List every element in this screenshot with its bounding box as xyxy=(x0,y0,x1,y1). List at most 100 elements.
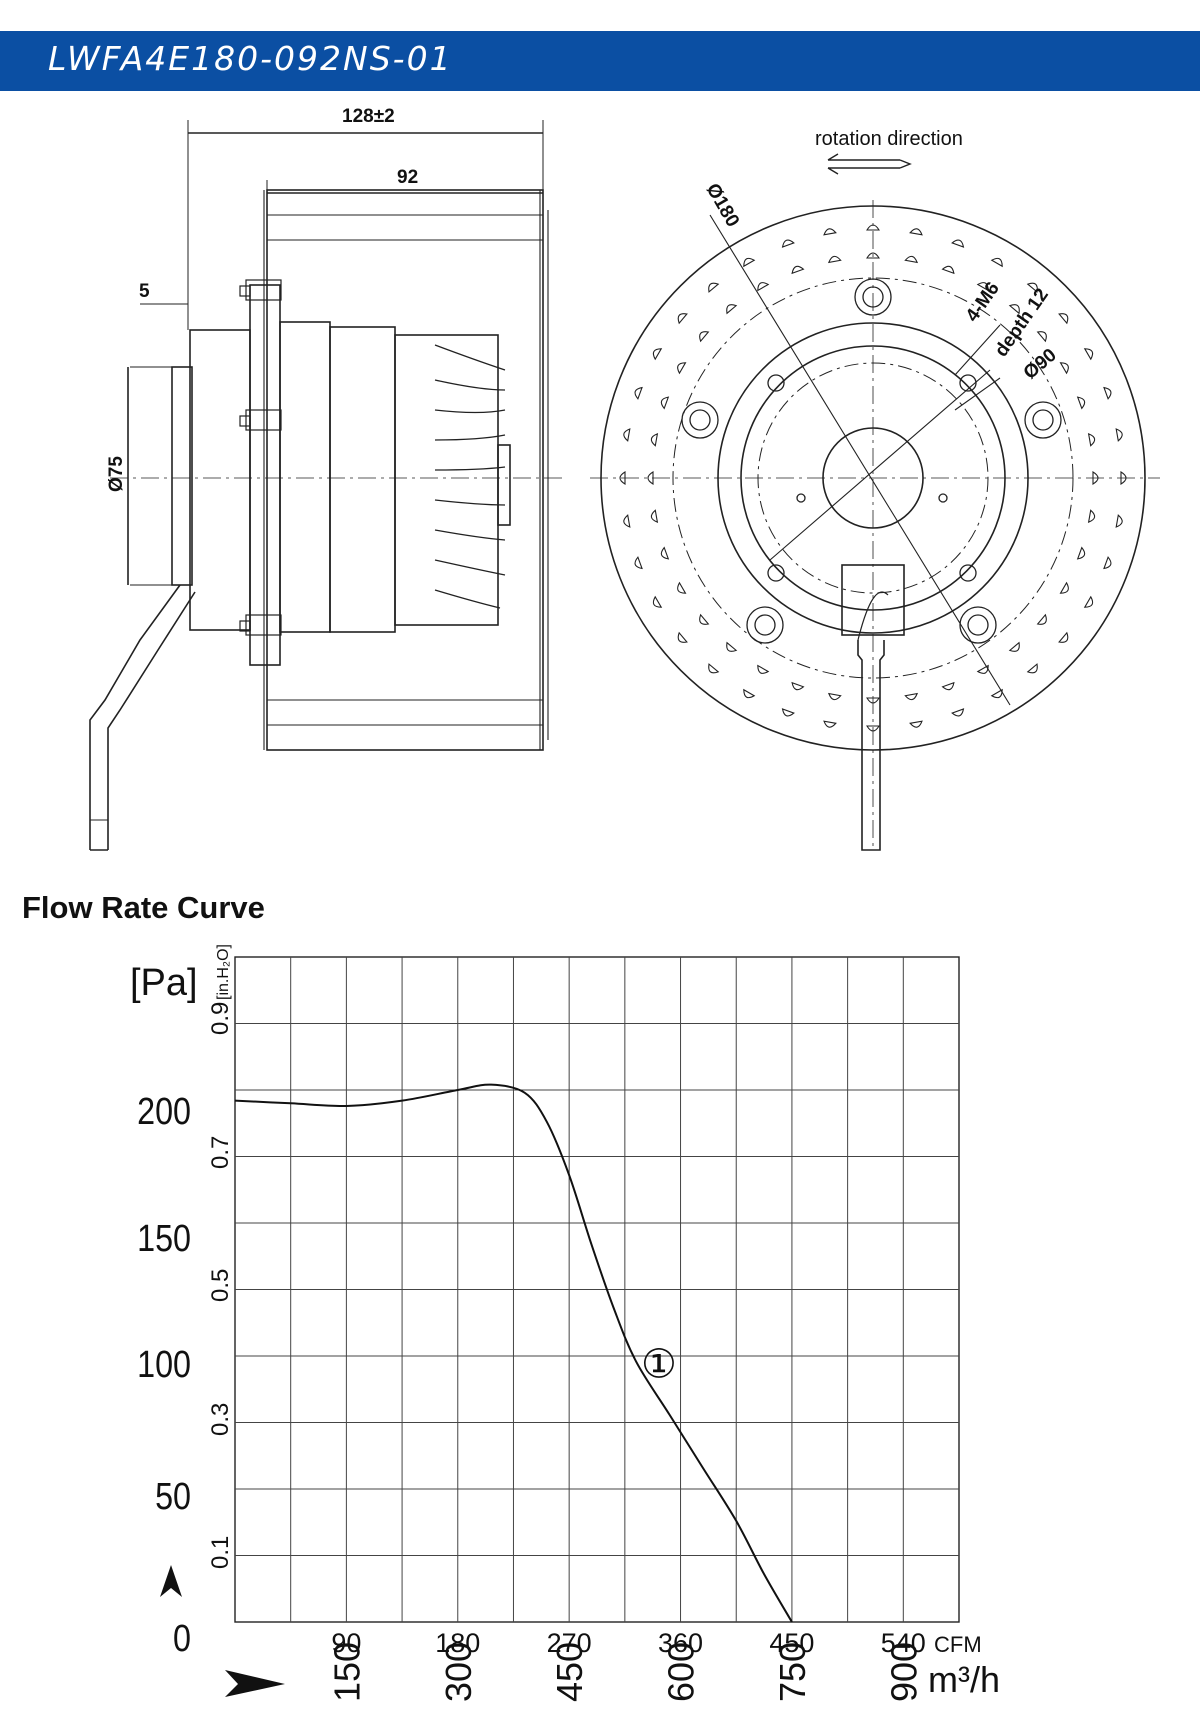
y-tick-label-inh2o: 0.5 xyxy=(207,1269,234,1302)
blade-slot-mark xyxy=(941,681,955,691)
blade-slot-mark xyxy=(866,697,880,704)
blade-slot-mark xyxy=(708,282,720,293)
blade-slot-mark xyxy=(726,641,738,652)
blade-slot-mark xyxy=(823,228,837,236)
curve-marker-label: ① xyxy=(641,1341,677,1387)
blade-slot-mark xyxy=(660,546,670,560)
blade-slot-mark xyxy=(941,265,955,275)
blade-slot-mark xyxy=(1058,313,1069,325)
x-axis-arrow xyxy=(225,1670,285,1697)
blade-slot-mark xyxy=(1103,386,1112,400)
flow-rate-heading: Flow Rate Curve xyxy=(22,890,265,925)
front-view xyxy=(590,153,1160,851)
blade-slot-mark xyxy=(634,386,643,400)
blade-slot-mark xyxy=(743,688,756,699)
blade-slot-mark xyxy=(904,255,918,264)
x-tick-label-m3h: 750 xyxy=(772,1642,813,1702)
blade-slot-mark xyxy=(791,681,805,691)
x-tick-label-m3h: 150 xyxy=(326,1642,367,1702)
blade-slot-mark xyxy=(1115,428,1123,442)
x-tick-label-m3h: 300 xyxy=(438,1642,479,1702)
blade-slot-mark xyxy=(1083,348,1094,361)
blade-slot-mark xyxy=(1059,362,1069,375)
blade-slot-mark xyxy=(951,708,965,717)
blade-slot-mark xyxy=(823,720,837,728)
blade-slot-mark xyxy=(781,239,795,248)
blade-slot-mark xyxy=(699,331,710,343)
blade-slot-mark xyxy=(909,720,923,728)
y-axis-label-pa: [Pa] xyxy=(130,962,198,1004)
blade-slot-mark xyxy=(1087,433,1096,447)
blade-slot-mark xyxy=(708,663,720,674)
x-axis-label-m3h: m³/h xyxy=(928,1659,1000,1700)
blade-slot-mark xyxy=(781,708,795,717)
blade-slot-mark xyxy=(1076,396,1086,410)
blade-slot-mark xyxy=(660,396,670,410)
y-tick-label-pa: 100 xyxy=(137,1344,191,1386)
y-axis-arrow xyxy=(160,1565,182,1597)
blade-slot-mark xyxy=(1026,663,1038,674)
blade-slot-mark xyxy=(726,304,738,315)
blade-slot-mark xyxy=(757,664,770,674)
x-tick-label-cfm: 270 xyxy=(547,1628,592,1658)
blade-slot-mark xyxy=(791,265,805,275)
blade-slot-mark xyxy=(652,348,663,361)
blade-slot-mark xyxy=(1103,556,1112,570)
x-tick-label-m3h: 450 xyxy=(549,1642,590,1702)
blade-slot-mark xyxy=(1120,471,1127,485)
y-tick-label-inh2o: 0.7 xyxy=(207,1136,234,1169)
blade-slot-mark xyxy=(634,556,643,570)
blade-slot-mark xyxy=(677,631,688,643)
blade-slot-mark xyxy=(623,514,631,528)
x-tick-label-cfm: 540 xyxy=(881,1628,926,1658)
blade-slot-mark xyxy=(1036,613,1047,625)
title-bar: LWFA4E180-092NS-01 xyxy=(0,31,1200,91)
blade-slot-mark xyxy=(1036,331,1047,343)
blade-slot-mark xyxy=(1092,471,1099,485)
x-tick-label-m3h: 900 xyxy=(883,1642,924,1702)
blade-slot-mark xyxy=(1008,304,1020,315)
blade-slot-mark xyxy=(650,509,659,523)
dim-offset-label: 5 xyxy=(139,281,150,302)
blade-slot-mark xyxy=(699,613,710,625)
blade-slot-mark xyxy=(990,257,1003,268)
x-tick-label-cfm: 180 xyxy=(435,1628,480,1658)
y-tick-label-inh2o: 0.3 xyxy=(207,1403,234,1436)
blade-slot-mark xyxy=(1058,631,1069,643)
dim-wheel-label: 92 xyxy=(397,167,418,188)
blade-slot-mark xyxy=(866,252,880,259)
chart-grid xyxy=(234,956,960,1623)
blade-slot-mark xyxy=(677,362,687,375)
model-title: LWFA4E180-092NS-01 xyxy=(48,39,453,78)
x-tick-label-cfm: 450 xyxy=(769,1628,814,1658)
blade-slot-mark xyxy=(828,692,842,701)
blade-slot-mark xyxy=(1115,514,1123,528)
blade-slot-mark xyxy=(647,471,654,485)
blade-slot-mark xyxy=(652,595,663,608)
blade-slot-mark xyxy=(951,239,965,248)
side-view xyxy=(89,120,565,851)
y-tick-label-pa: 200 xyxy=(137,1091,191,1133)
blade-slot-mark xyxy=(1076,546,1086,560)
technical-drawing: 128±2 92 5 Ø75 rotation direction Ø180 4… xyxy=(89,106,1160,851)
x-axis-label-cfm: CFM xyxy=(934,1632,982,1657)
blade-slot-mark xyxy=(990,688,1003,699)
y-axis-label-inh2o: [in.H₂O] xyxy=(215,944,232,1000)
blade-slot-mark xyxy=(1026,282,1038,293)
rotation-label: rotation direction xyxy=(815,128,963,150)
blade-slot-mark xyxy=(1087,509,1096,523)
blade-slot-mark xyxy=(623,428,631,442)
blade-slot-mark xyxy=(1059,581,1069,594)
x-tick-label-m3h: 600 xyxy=(661,1642,702,1702)
y-tick-label-pa: 50 xyxy=(155,1476,191,1518)
blade-slot-mark xyxy=(677,313,688,325)
blade-slot-mark xyxy=(828,255,842,264)
dim-total-label: 128±2 xyxy=(342,106,395,127)
blade-slot-mark xyxy=(976,282,989,292)
dim-shaft-label: Ø75 xyxy=(106,456,127,492)
blade-slot-mark xyxy=(650,433,659,447)
blade-slot-mark xyxy=(677,581,687,594)
y-tick-label-pa: 150 xyxy=(137,1218,191,1260)
blade-slot-mark xyxy=(866,725,880,732)
